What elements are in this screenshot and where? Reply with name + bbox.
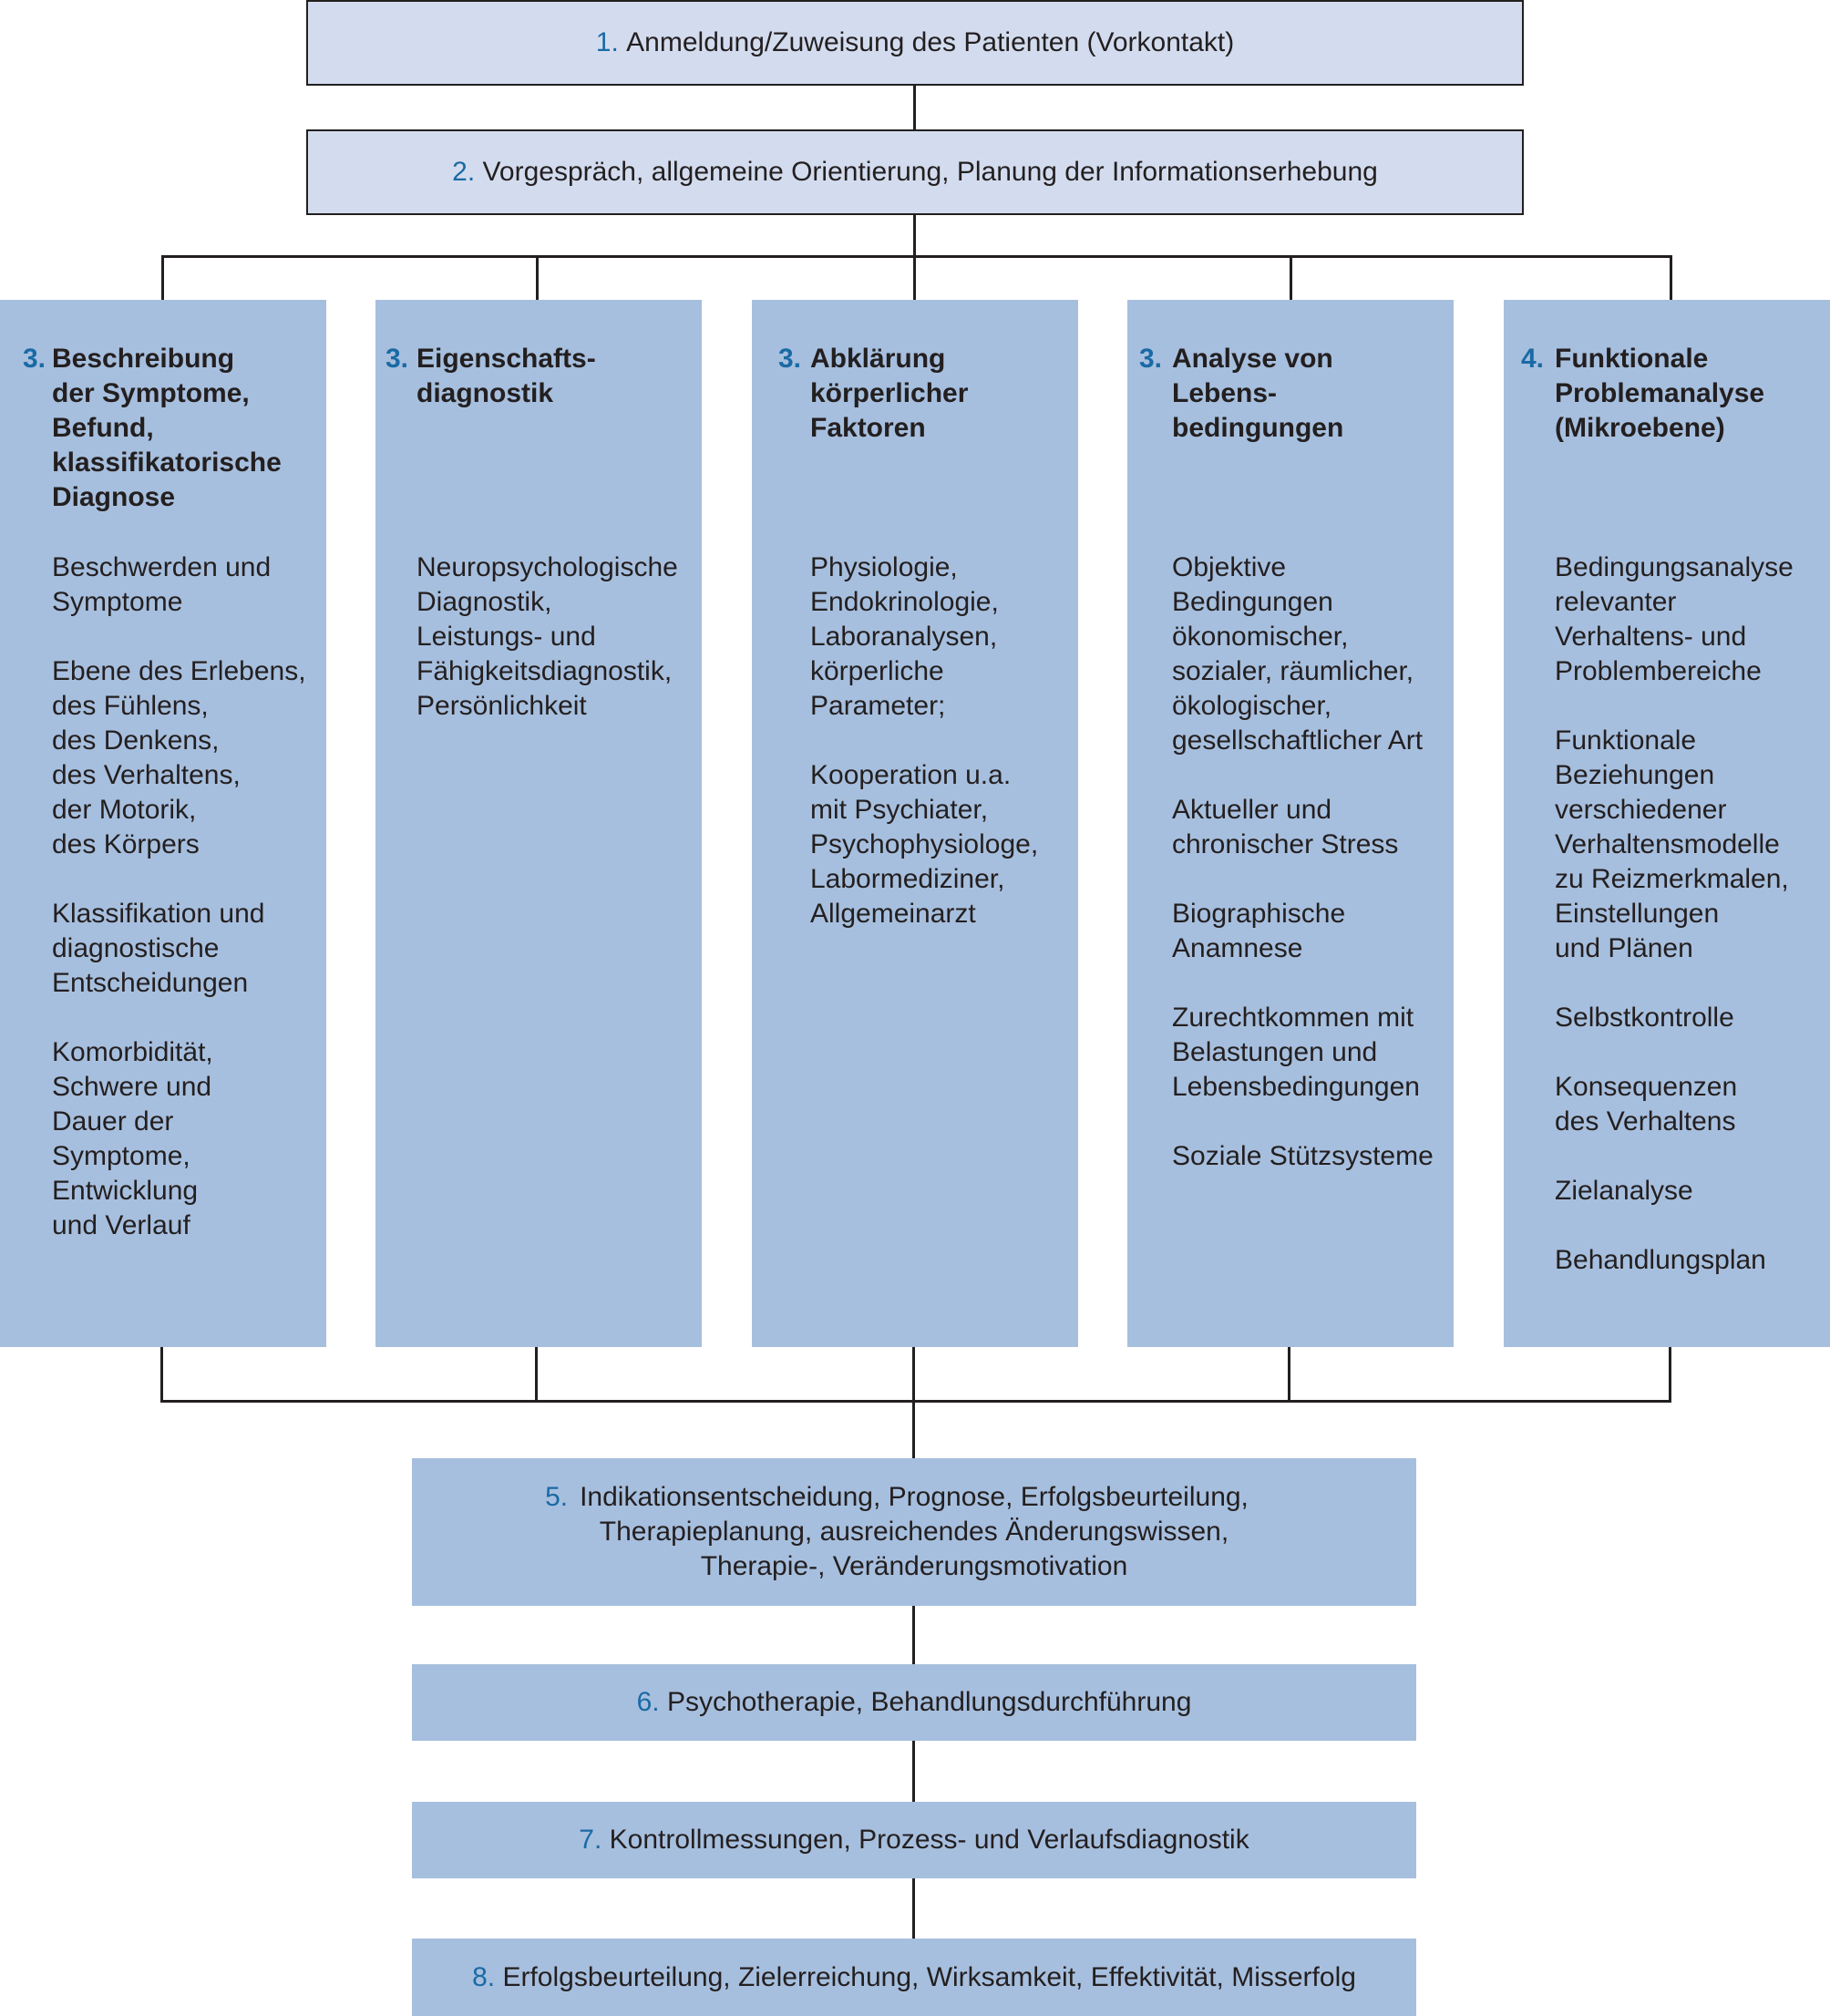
step-1-box: 1. Anmeldung/Zuweisung des Patienten (Vo… xyxy=(306,0,1524,86)
step-7-text: Kontrollmessungen, Prozess- und Verlaufs… xyxy=(609,1825,1249,1855)
branch-top-bar xyxy=(161,255,1672,258)
column-physical-factors-heading: Abklärung körperlicher Faktoren xyxy=(810,344,969,443)
list-item: Aktueller und chronischer Stress xyxy=(1172,795,1399,859)
column-trait-diagnostics: 3. Eigenschafts- diagnostik Neuropsychol… xyxy=(375,300,702,1347)
column-trait-diagnostics-items: Neuropsychologische Diagnostik, Leistung… xyxy=(416,550,678,758)
column-physical-factors-items: Physiologie, Endokrinologie, Laboranalys… xyxy=(810,550,1038,966)
list-item: Zurechtkommen mit Belastungen und Lebens… xyxy=(1172,1003,1420,1102)
step-5-number: 5. xyxy=(545,1482,569,1512)
column-living-conditions-heading: Analyse von Lebens- bedingungen xyxy=(1172,344,1344,443)
branch-bottom-col2 xyxy=(535,1346,538,1402)
step-7-number: 7. xyxy=(579,1825,602,1855)
column-physical-factors: 3. Abklärung körperlicher Faktoren Physi… xyxy=(752,300,1078,1347)
step-6-number: 6. xyxy=(636,1687,660,1717)
column-symptoms-title: 3. Beschreibung der Symptome, Befund, kl… xyxy=(23,342,282,515)
list-item: Biographische Anamnese xyxy=(1172,899,1346,963)
connector-6-7 xyxy=(912,1741,915,1802)
column-symptoms-items: Beschwerden und Symptome Ebene des Erleb… xyxy=(52,550,306,1278)
branch-bottom-col1 xyxy=(160,1346,163,1402)
column-symptoms: 3. Beschreibung der Symptome, Befund, kl… xyxy=(0,300,326,1347)
column-functional-analysis-title: 4. Funktionale Problemanalyse (Mikroeben… xyxy=(1521,342,1764,446)
list-item: Ebene des Erlebens, des Fühlens, des Den… xyxy=(52,656,306,859)
list-item: Soziale Stützsysteme xyxy=(1172,1141,1434,1171)
list-item: Komorbidität, Schwere und Dauer der Symp… xyxy=(52,1037,213,1240)
branch-top-col5 xyxy=(1670,255,1672,301)
list-item: Zielanalyse xyxy=(1555,1176,1693,1206)
column-physical-factors-title: 3. Abklärung körperlicher Faktoren xyxy=(778,342,968,446)
step-5-box: 5. Indikationsentscheidung, Prognose, Er… xyxy=(412,1458,1416,1606)
step-8-box: 8. Erfolgsbeurteilung, Zielerreichung, W… xyxy=(412,1939,1416,2016)
column-trait-diagnostics-heading: Eigenschafts- diagnostik xyxy=(416,344,596,408)
list-item: Behandlungsplan xyxy=(1555,1245,1766,1275)
column-symptoms-number: 3. xyxy=(23,344,46,374)
list-item: Selbstkontrolle xyxy=(1555,1003,1734,1033)
branch-top-col4 xyxy=(1290,255,1292,301)
list-item: Kooperation u.a. mit Psychiater, Psychop… xyxy=(810,760,1039,929)
list-item: Konsequenzen des Verhaltens xyxy=(1555,1072,1738,1137)
list-item: Bedingungsanalyse relevanter Verhaltens-… xyxy=(1555,552,1794,686)
connector-2-branch xyxy=(913,213,916,257)
connector-7-8 xyxy=(912,1878,915,1939)
column-living-conditions-items: Objektive Bedingungen ökonomischer, sozi… xyxy=(1172,550,1434,1209)
column-physical-factors-number: 3. xyxy=(778,344,802,374)
connector-1-2 xyxy=(913,84,916,131)
step-2-number: 2. xyxy=(452,157,476,187)
connector-5-6 xyxy=(912,1606,915,1664)
branch-top-col1 xyxy=(161,255,164,301)
branch-top-col3 xyxy=(913,255,916,301)
branch-bottom-col5 xyxy=(1669,1346,1671,1402)
step-1-text: Anmeldung/Zuweisung des Patienten (Vorko… xyxy=(626,27,1235,57)
list-item: Funktionale Beziehungen verschiedener Ve… xyxy=(1555,725,1789,963)
column-living-conditions-title: 3. Analyse von Lebens- bedingungen xyxy=(1139,342,1343,446)
step-7-box: 7. Kontrollmessungen, Prozess- und Verla… xyxy=(412,1802,1416,1878)
column-symptoms-heading: Beschreibung der Symptome, Befund, klass… xyxy=(52,344,282,512)
connector-branch-5 xyxy=(912,1400,915,1458)
step-8-text: Erfolgsbeurteilung, Zielerreichung, Wirk… xyxy=(502,1961,1356,1992)
list-item: Objektive Bedingungen ökonomischer, sozi… xyxy=(1172,552,1424,756)
step-8-number: 8. xyxy=(472,1961,496,1992)
step-2-text: Vorgespräch, allgemeine Orientierung, Pl… xyxy=(482,157,1378,187)
column-functional-analysis-items: Bedingungsanalyse relevanter Verhaltens-… xyxy=(1555,550,1794,1312)
step-5-text: Indikationsentscheidung, Prognose, Erfol… xyxy=(580,1482,1249,1581)
column-trait-diagnostics-title: 3. Eigenschafts- diagnostik xyxy=(386,342,596,411)
column-functional-analysis: 4. Funktionale Problemanalyse (Mikroeben… xyxy=(1504,300,1830,1347)
list-item: Physiologie, Endokrinologie, Laboranalys… xyxy=(810,552,999,721)
branch-bottom-col4 xyxy=(1288,1346,1290,1402)
list-item: Klassifikation und diagnostische Entsche… xyxy=(52,899,265,998)
step-1-number: 1. xyxy=(595,27,619,57)
step-6-text: Psychotherapie, Behandlungsdurchführung xyxy=(666,1687,1192,1717)
branch-bottom-bar xyxy=(160,1400,1671,1403)
column-functional-analysis-heading: Funktionale Problemanalyse (Mikroebene) xyxy=(1555,344,1765,443)
step-2-box: 2. Vorgespräch, allgemeine Orientierung,… xyxy=(306,129,1524,215)
branch-top-col2 xyxy=(536,255,539,301)
branch-bottom-col3 xyxy=(912,1346,915,1402)
list-item: Beschwerden und Symptome xyxy=(52,552,272,617)
column-living-conditions: 3. Analyse von Lebens- bedingungen Objek… xyxy=(1127,300,1454,1347)
list-item: Neuropsychologische Diagnostik, Leistung… xyxy=(416,552,678,721)
step-6-box: 6. Psychotherapie, Behandlungsdurchführu… xyxy=(412,1664,1416,1741)
column-trait-diagnostics-number: 3. xyxy=(386,344,409,374)
column-functional-analysis-number: 4. xyxy=(1521,344,1545,374)
column-living-conditions-number: 3. xyxy=(1139,344,1163,374)
